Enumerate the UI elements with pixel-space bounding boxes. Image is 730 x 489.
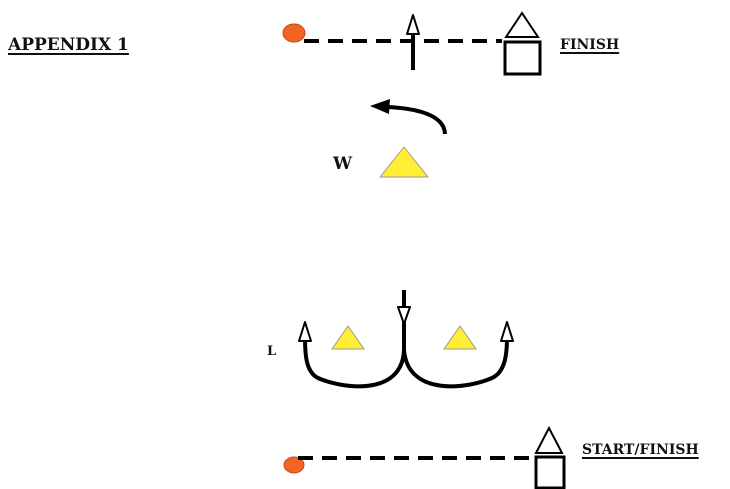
left-cone-icon <box>331 325 365 350</box>
right-cone-icon <box>443 325 477 350</box>
center-down-arrow-icon <box>397 306 411 325</box>
w-cone-icon <box>378 146 430 178</box>
start-finish-gate-icon <box>534 425 566 489</box>
w-label: W <box>333 154 353 174</box>
right-up-arrow-icon <box>500 321 514 342</box>
top-finish-gate-icon <box>503 11 542 76</box>
bottom-marker-icon <box>283 456 305 474</box>
left-loop-path <box>303 336 406 389</box>
w-turn-arrow-curve <box>387 105 447 135</box>
top-up-arrow-icon <box>406 14 420 35</box>
top-marker-icon <box>282 23 306 43</box>
left-up-arrow-icon <box>298 321 312 342</box>
l-label: L <box>267 344 277 359</box>
right-loop-path <box>402 336 509 389</box>
start-finish-label: START/FINISH <box>582 442 699 458</box>
page-title: APPENDIX 1 <box>8 35 129 55</box>
finish-label: FINISH <box>560 37 620 53</box>
w-turn-arrowhead-icon <box>370 99 390 114</box>
